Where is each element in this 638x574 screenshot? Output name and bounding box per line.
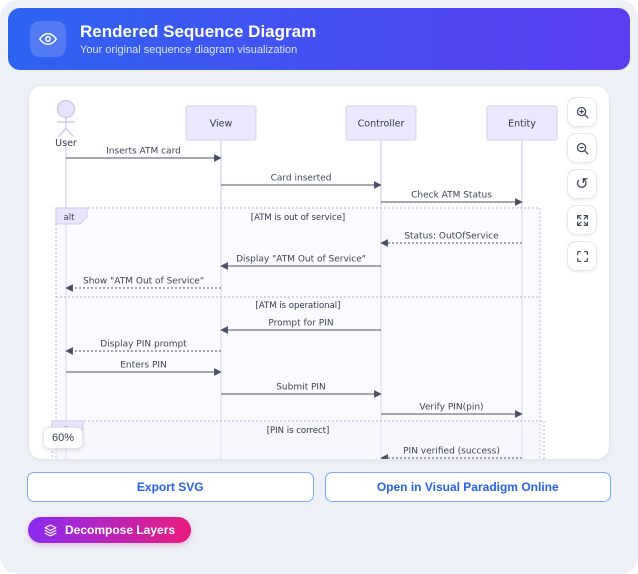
message-label: Display PIN prompt	[100, 340, 187, 350]
message: Display "ATM Out of Service"	[220, 255, 381, 270]
message: Display PIN prompt	[65, 340, 221, 355]
open-online-button[interactable]: Open in Visual Paradigm Online	[324, 472, 611, 502]
zoom-in-icon	[576, 106, 588, 118]
message-label: Prompt for PIN	[268, 319, 333, 329]
participant-label: Controller	[358, 119, 405, 130]
actor-body	[57, 117, 75, 137]
message-label: Show "ATM Out of Service"	[83, 277, 204, 287]
message: Card inserted	[221, 174, 382, 189]
zoom-controls: ↺	[567, 97, 597, 271]
decompose-layers-label: Decompose Layers	[65, 523, 176, 537]
layers-icon	[44, 524, 57, 536]
zoom-level-badge: 60%	[43, 427, 84, 449]
message: PIN verified (success)	[380, 447, 522, 459]
expand-button[interactable]	[567, 205, 597, 235]
eye-icon	[39, 33, 57, 45]
fragment-guard: [PIN is correct]	[267, 426, 330, 436]
reset-view-button[interactable]: ↺	[567, 169, 597, 199]
message-label: Verify PIN(pin)	[419, 403, 483, 413]
reset-icon: ↺	[575, 174, 589, 193]
message-label: PIN verified (success)	[403, 447, 500, 457]
actions-row: Export SVG Open in Visual Paradigm Onlin…	[27, 472, 611, 502]
participant-user: User	[55, 99, 77, 149]
participant-label: Entity	[508, 119, 536, 130]
message: Submit PIN	[221, 383, 382, 398]
alt-fragment-2: alt[PIN is correct]	[51, 420, 545, 459]
message-label: Enters PIN	[120, 361, 167, 371]
participant-label: View	[210, 119, 233, 130]
alt-fragment-1: alt [ATM is out of service] [ATM is operat…	[55, 207, 541, 459]
message-label: Card inserted	[271, 174, 332, 184]
sequence-diagram: alt [ATM is out of service] [ATM is operat…	[51, 99, 558, 459]
fragment-guard: [ATM is out of service]	[251, 213, 345, 223]
message-label: Check ATM Status	[411, 191, 492, 201]
fragment-operator-tab	[55, 207, 88, 225]
message: Enters PIN	[66, 361, 222, 376]
message: Check ATM Status	[381, 191, 523, 206]
diagram-canvas[interactable]: alt [ATM is out of service] [ATM is operat…	[28, 85, 610, 460]
message: Show "ATM Out of Service"	[65, 277, 221, 292]
zoom-out-icon	[576, 142, 588, 154]
actor-head	[56, 99, 76, 119]
decompose-layers-button[interactable]: Decompose Layers	[28, 517, 192, 543]
message-label: Submit PIN	[276, 383, 326, 393]
participant-entity: Entity	[486, 105, 558, 141]
page-subtitle: Your original sequence diagram visualiza…	[80, 44, 298, 57]
message: Status: OutOfService	[380, 232, 522, 247]
expand-icon	[576, 214, 588, 226]
participant-view: View	[185, 105, 257, 141]
fragment-divider-label: [ATM is operational]	[256, 301, 341, 311]
export-svg-button[interactable]: Export SVG	[27, 472, 314, 502]
message-label: Display "ATM Out of Service"	[236, 255, 366, 265]
message: Verify PIN(pin)	[381, 403, 523, 418]
fragment-operator-label: alt	[64, 213, 76, 223]
fullscreen-icon	[576, 250, 588, 262]
message: Inserts ATM card	[66, 147, 222, 162]
header-icon-badge	[30, 21, 66, 57]
header-text: Rendered Sequence Diagram Your original …	[80, 22, 316, 56]
message-label: Status: OutOfService	[404, 232, 499, 242]
participant-box	[185, 105, 257, 141]
participant-controller: Controller	[345, 105, 417, 141]
participant-label: User	[55, 138, 77, 149]
fullscreen-button[interactable]	[567, 241, 597, 271]
zoom-out-button[interactable]	[567, 133, 597, 163]
zoom-in-button[interactable]	[567, 97, 597, 127]
page-title: Rendered Sequence Diagram	[80, 21, 317, 41]
message: Prompt for PIN	[220, 319, 381, 334]
header-banner: Rendered Sequence Diagram Your original …	[8, 8, 630, 70]
message-label: Inserts ATM card	[106, 147, 181, 157]
participant-box	[486, 105, 558, 141]
participant-box	[345, 105, 417, 141]
